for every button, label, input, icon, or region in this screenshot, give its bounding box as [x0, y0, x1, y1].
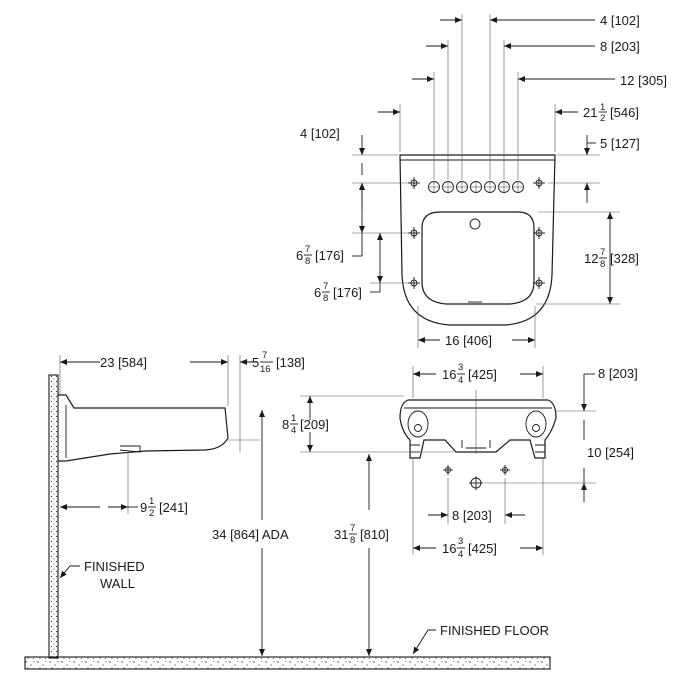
svg-text:4: 4 — [458, 375, 463, 386]
svg-text:7: 7 — [323, 281, 328, 292]
side-view-sink-profile — [58, 394, 229, 462]
svg-text:1: 1 — [291, 413, 296, 424]
dim-12-328-lines — [536, 211, 620, 305]
side-view-extension-lines — [59, 355, 260, 514]
svg-text:16: 16 — [260, 364, 271, 375]
front-view: 16 3 4 [425] 8 [203] 8 1 4 [209] 10 [254… — [282, 362, 638, 656]
dim-16-406: 16 [406] — [445, 333, 492, 348]
dim-4-102: 4 [102] — [600, 13, 640, 28]
top-view: 4 [102] 8 [203] 12 [305] 21 1 2 [546] 5 … — [296, 13, 667, 348]
floor-slab — [24, 656, 551, 670]
svg-text:6: 6 — [314, 285, 321, 300]
svg-text:[425]: [425] — [468, 541, 497, 556]
svg-text:1: 1 — [149, 496, 154, 507]
mounting-points — [408, 177, 545, 289]
dim-5-127-lines — [548, 135, 600, 203]
svg-text:4: 4 — [291, 425, 296, 436]
dim-12-305: 12 [305] — [620, 73, 667, 88]
svg-text:[176]: [176] — [333, 285, 362, 300]
dim-21-546: 21 1 2 [546] — [583, 102, 639, 124]
svg-text:3: 3 — [458, 536, 463, 547]
svg-text:9: 9 — [140, 500, 147, 515]
dim-8-203-top: 8 [203] — [598, 366, 638, 381]
svg-text:[138]: [138] — [276, 355, 305, 370]
top-view-bowl — [421, 211, 535, 305]
dim-16-406-lines — [417, 306, 536, 348]
svg-text:4: 4 — [458, 549, 463, 560]
dim-5-127: 5 [127] — [600, 136, 640, 151]
svg-text:[241]: [241] — [159, 500, 188, 515]
dim-12-328: 12 7 8 [328] — [584, 247, 639, 270]
svg-text:[176]: [176] — [315, 248, 344, 263]
front-view-supply-points — [443, 465, 510, 490]
svg-text:3: 3 — [458, 362, 463, 373]
svg-text:7: 7 — [600, 247, 605, 258]
finished-wall — [48, 374, 59, 659]
svg-text:7: 7 — [350, 523, 355, 534]
dim-9-241: 9 1 2 [241] — [140, 496, 188, 519]
front-view-right-boss — [525, 410, 547, 438]
svg-text:[328]: [328] — [610, 251, 639, 266]
dim-10-254: 10 [254] — [587, 445, 634, 460]
finished-wall-label-1: FINISHED — [84, 559, 145, 574]
svg-text:[209]: [209] — [300, 417, 329, 432]
dim-8-203: 8 [203] — [600, 39, 640, 54]
svg-text:5: 5 — [252, 355, 259, 370]
dim-5-138: 5 7 16 [138] — [252, 350, 305, 375]
finished-floor: FINISHED FLOOR — [24, 623, 551, 670]
front-view-dim-leaders — [307, 371, 595, 656]
svg-text:8: 8 — [600, 259, 605, 270]
svg-text:21: 21 — [583, 105, 597, 120]
finished-wall-label-2: WALL — [100, 576, 135, 591]
dim-16-425-top: 16 3 4 [425] — [442, 362, 497, 386]
overflow-hole — [469, 218, 481, 230]
top-view-left-dims — [352, 135, 408, 293]
dim-16-425-bottom: 16 3 4 [425] — [442, 536, 497, 560]
svg-text:8: 8 — [350, 535, 355, 546]
svg-text:[546]: [546] — [610, 105, 639, 120]
front-view-left-boss — [407, 410, 429, 438]
dim-31-810: 31 7 8 [810] — [334, 523, 389, 546]
dim-6-b-176: 6 7 8 [176] — [314, 281, 362, 304]
svg-text:7: 7 — [305, 244, 310, 255]
front-view-brackets — [410, 444, 545, 453]
svg-text:7: 7 — [262, 350, 267, 361]
top-view-sink-outline — [399, 154, 556, 326]
dim-8-203-bottom: 8 [203] — [452, 508, 492, 523]
dim-8-209: 8 1 4 [209] — [282, 413, 329, 436]
svg-text:6: 6 — [296, 248, 303, 263]
finished-floor-leader — [412, 629, 436, 655]
finished-floor-label: FINISHED FLOOR — [440, 623, 549, 638]
svg-text:31: 31 — [334, 527, 348, 542]
svg-text:12: 12 — [584, 251, 598, 266]
svg-text:16: 16 — [442, 541, 456, 556]
svg-text:8: 8 — [305, 256, 310, 267]
front-view-sink-outline — [399, 399, 557, 459]
svg-text:16: 16 — [442, 367, 456, 382]
dim-34-864-ada: 34 [864] ADA — [212, 527, 289, 542]
svg-text:2: 2 — [600, 113, 605, 124]
svg-text:2: 2 — [149, 508, 154, 519]
svg-text:[425]: [425] — [468, 367, 497, 382]
faucet-holes — [428, 181, 524, 193]
side-view: 23 [584] 5 7 16 [138] 9 1 2 [241] 34 [86… — [48, 350, 305, 659]
dim-left-4-102: 4 [102] — [300, 126, 340, 141]
dim-23-584: 23 [584] — [100, 355, 147, 370]
svg-text:1: 1 — [600, 102, 605, 113]
side-view-drain — [119, 445, 141, 453]
top-view-extension-lines — [399, 14, 556, 180]
svg-text:8: 8 — [323, 293, 328, 304]
finished-wall-leader — [59, 565, 80, 579]
svg-text:8: 8 — [282, 417, 289, 432]
top-view-dim-leaders — [378, 17, 615, 115]
dim-6-a-176: 6 7 8 [176] — [296, 244, 344, 267]
svg-text:[810]: [810] — [360, 527, 389, 542]
